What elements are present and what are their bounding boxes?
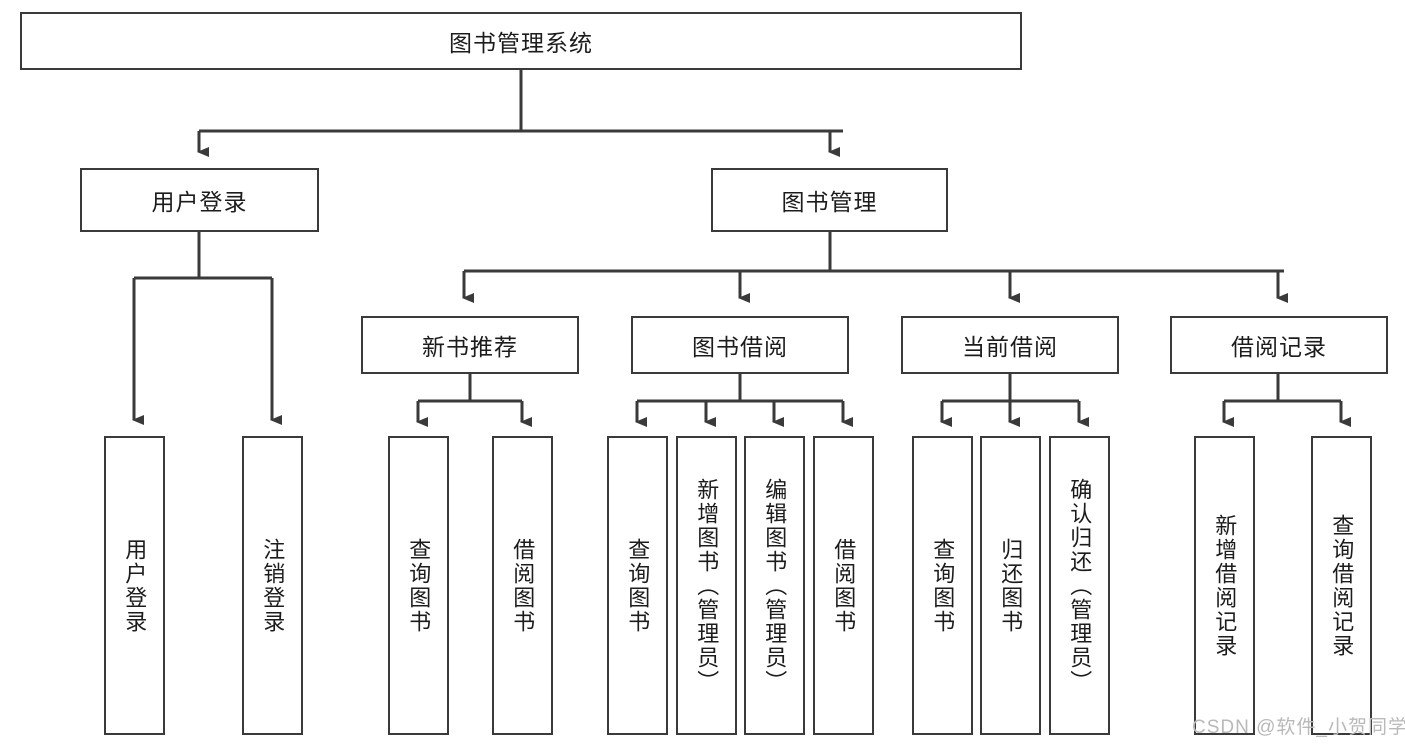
node-book-management-system[interactable]: 图书管理系统 bbox=[20, 12, 1022, 70]
node-leaf-query-record[interactable]: 查询借阅记录 bbox=[1311, 436, 1372, 735]
node-leaf-logout-login[interactable]: 注销登录 bbox=[242, 436, 303, 735]
node-label: 查询图书 bbox=[930, 537, 956, 634]
node-leaf-confirm-return[interactable]: 确认归还（管理员） bbox=[1049, 436, 1110, 735]
node-label: 用户登录 bbox=[122, 537, 148, 634]
node-label: 图书管理 bbox=[781, 189, 878, 215]
node-label: 新增图书（管理员） bbox=[694, 477, 720, 694]
node-leaf-return-book[interactable]: 归还图书 bbox=[980, 436, 1041, 735]
node-current-borrow[interactable]: 当前借阅 bbox=[901, 316, 1119, 374]
node-leaf-query-book-1[interactable]: 查询图书 bbox=[388, 436, 449, 735]
node-label: 图书借阅 bbox=[692, 334, 788, 360]
node-label: 注销登录 bbox=[260, 537, 286, 634]
node-label: 当前借阅 bbox=[962, 334, 1058, 360]
node-book-manage[interactable]: 图书管理 bbox=[711, 168, 948, 232]
node-label: 归还图书 bbox=[998, 537, 1024, 634]
node-leaf-add-book[interactable]: 新增图书（管理员） bbox=[676, 436, 737, 735]
node-label: 查询图书 bbox=[406, 537, 432, 634]
node-label: 新增借阅记录 bbox=[1212, 513, 1238, 658]
node-leaf-user-login[interactable]: 用户登录 bbox=[104, 436, 165, 735]
node-label: 用户登录 bbox=[151, 189, 248, 215]
node-label: 查询图书 bbox=[625, 537, 651, 634]
node-leaf-borrow-book-2[interactable]: 借阅图书 bbox=[813, 436, 874, 735]
node-label: 借阅图书 bbox=[831, 537, 857, 634]
node-book-borrow[interactable]: 图书借阅 bbox=[631, 316, 849, 374]
node-borrow-record[interactable]: 借阅记录 bbox=[1170, 316, 1388, 374]
node-label: 查询借阅记录 bbox=[1329, 513, 1355, 658]
node-label: 新书推荐 bbox=[422, 334, 518, 360]
node-label: 借阅图书 bbox=[510, 537, 536, 634]
node-leaf-borrow-book-1[interactable]: 借阅图书 bbox=[492, 436, 553, 735]
node-user-login[interactable]: 用户登录 bbox=[80, 168, 319, 232]
node-leaf-query-book-2[interactable]: 查询图书 bbox=[607, 436, 668, 735]
node-label: 编辑图书（管理员） bbox=[762, 477, 788, 694]
node-label: 图书管理系统 bbox=[449, 30, 593, 56]
node-leaf-edit-book[interactable]: 编辑图书（管理员） bbox=[744, 436, 805, 735]
node-leaf-add-record[interactable]: 新增借阅记录 bbox=[1194, 436, 1255, 735]
node-leaf-query-book-3[interactable]: 查询图书 bbox=[912, 436, 973, 735]
node-label: 确认归还（管理员） bbox=[1067, 477, 1093, 694]
node-label: 借阅记录 bbox=[1231, 334, 1327, 360]
node-new-book-recommend[interactable]: 新书推荐 bbox=[361, 316, 579, 374]
